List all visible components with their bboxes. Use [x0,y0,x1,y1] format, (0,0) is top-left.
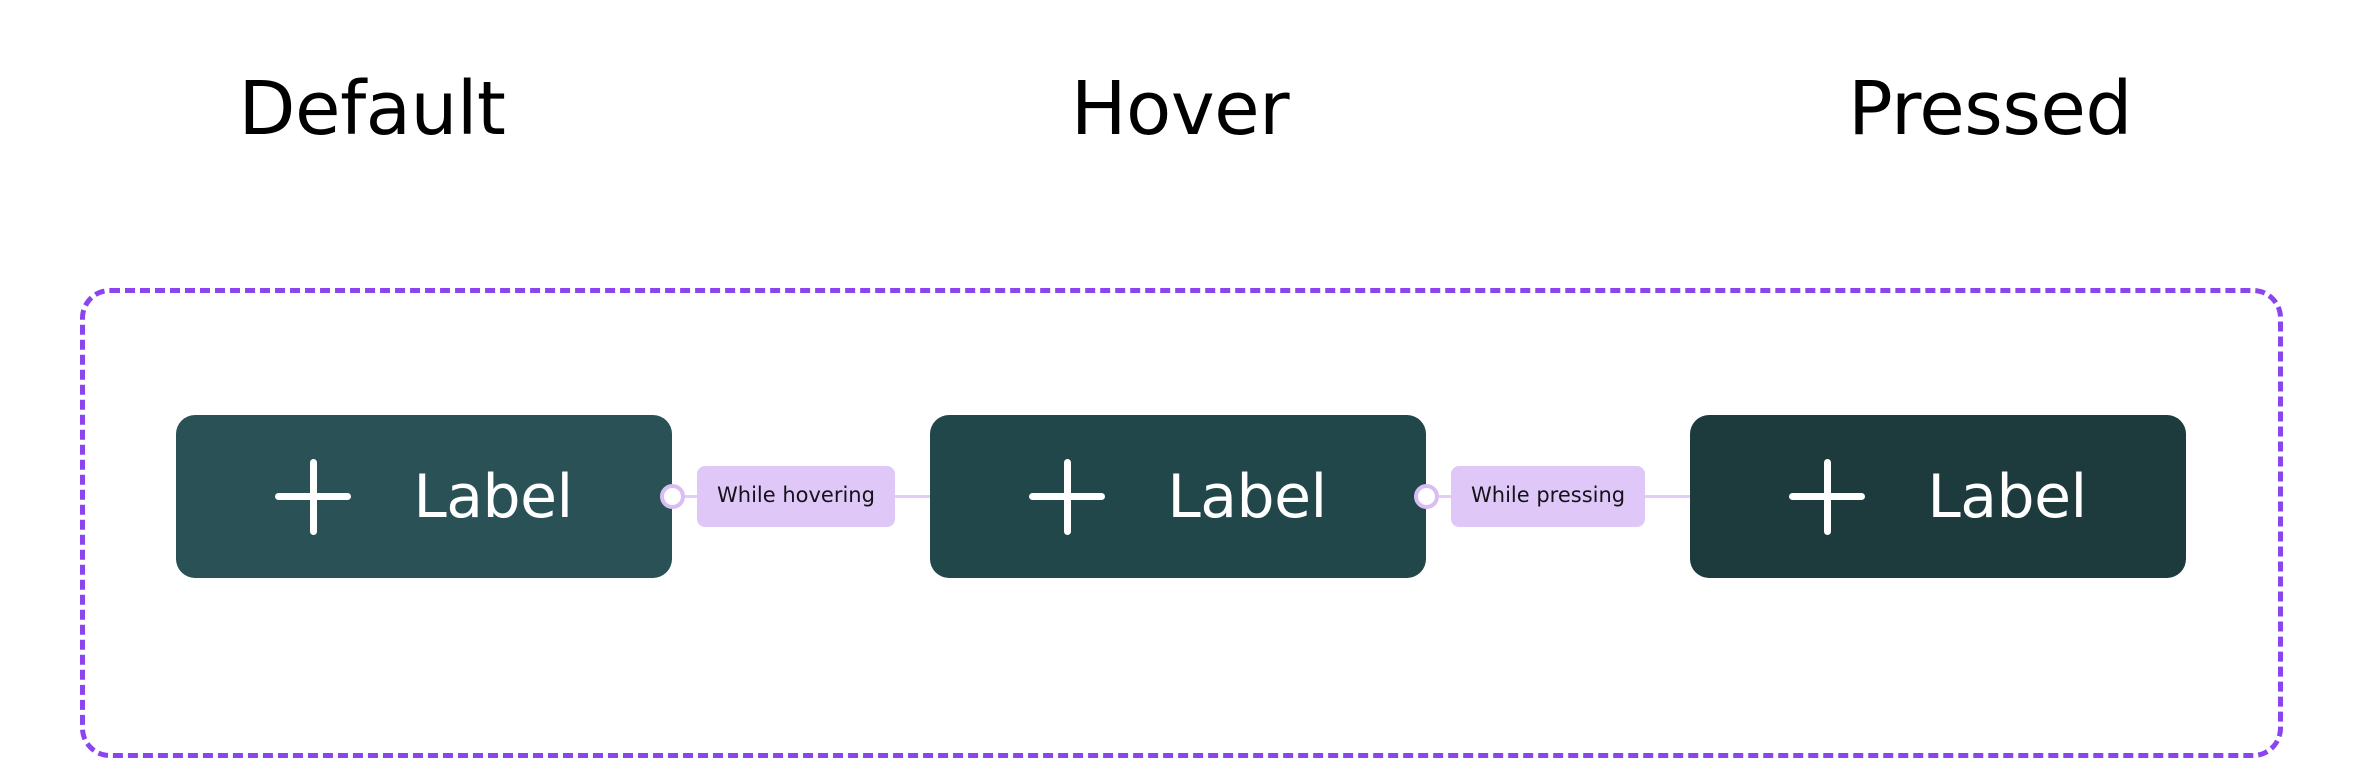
connector-while-pressing[interactable]: While pressing [1414,415,1702,578]
button-state-pressed[interactable]: Label [1690,415,2186,578]
button-label: Label [1927,461,2087,532]
connector-start-dot-icon[interactable] [1414,484,1439,509]
connector-chip-label[interactable]: While hovering [697,466,895,527]
column-heading-hover: Hover [1070,66,1290,152]
button-label: Label [413,461,573,532]
connector-line [1439,495,1451,498]
interaction-flow: Label While hovering Label While pressin… [0,415,2366,580]
column-heading-pressed: Pressed [1848,66,2132,152]
connector-start-dot-icon[interactable] [660,484,685,509]
button-state-hover[interactable]: Label [930,415,1426,578]
connector-arrow-icon [894,486,942,508]
prototype-canvas: Default Hover Pressed Label While hoveri… [0,0,2366,718]
connector-while-hovering[interactable]: While hovering [660,415,942,578]
button-label: Label [1167,461,1327,532]
connector-line [685,495,697,498]
column-heading-default: Default [238,66,506,152]
plus-icon [1789,458,1866,535]
connector-chip-label[interactable]: While pressing [1451,466,1646,527]
plus-icon [275,458,352,535]
button-state-default[interactable]: Label [176,415,672,578]
connector-arrow-icon [1645,486,1702,508]
plus-icon [1029,458,1106,535]
